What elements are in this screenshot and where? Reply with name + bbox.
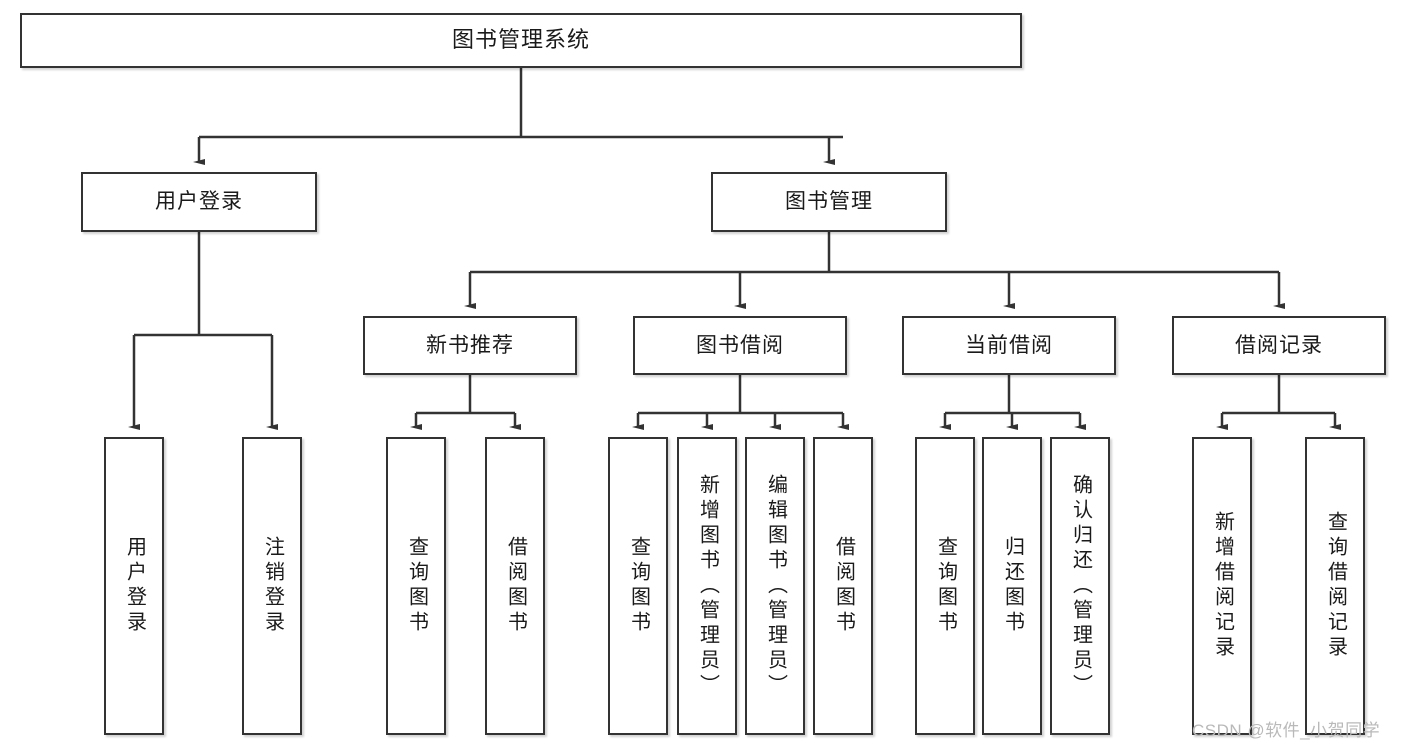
node-leaf-query-book-3[interactable]: 查询图书 <box>915 437 975 735</box>
node-current-borrow[interactable]: 当前借阅 <box>902 316 1116 375</box>
node-leaf-return-book[interactable]: 归还图书 <box>982 437 1042 735</box>
node-leaf-query-book-1[interactable]: 查询图书 <box>386 437 446 735</box>
node-leaf-add-book-label: 新增图书（管理员） <box>696 473 719 699</box>
node-leaf-return-book-label: 归还图书 <box>1001 536 1024 636</box>
node-borrow-record[interactable]: 借阅记录 <box>1172 316 1386 375</box>
node-leaf-add-book[interactable]: 新增图书（管理员） <box>677 437 737 735</box>
node-user-login[interactable]: 用户登录 <box>81 172 317 232</box>
node-leaf-confirm-return-label: 确认归还（管理员） <box>1069 473 1092 699</box>
node-leaf-query-record-label: 查询借阅记录 <box>1324 511 1347 661</box>
node-book-manage[interactable]: 图书管理 <box>711 172 947 232</box>
node-current-borrow-label: 当前借阅 <box>965 333 1053 357</box>
node-leaf-user-login[interactable]: 用户登录 <box>104 437 164 735</box>
node-leaf-borrow-book-1[interactable]: 借阅图书 <box>485 437 545 735</box>
node-leaf-borrow-book-2-label: 借阅图书 <box>832 536 855 636</box>
node-book-manage-label: 图书管理 <box>785 190 873 214</box>
node-leaf-query-book-2[interactable]: 查询图书 <box>608 437 668 735</box>
node-user-login-label: 用户登录 <box>155 190 243 214</box>
node-leaf-query-book-3-label: 查询图书 <box>934 536 957 636</box>
node-leaf-add-record[interactable]: 新增借阅记录 <box>1192 437 1252 735</box>
watermark-text: CSDN @软件_小贺同学 <box>1192 721 1381 740</box>
node-leaf-logout-label: 注销登录 <box>261 536 284 636</box>
node-leaf-borrow-book-1-label: 借阅图书 <box>504 536 527 636</box>
node-leaf-query-book-1-label: 查询图书 <box>405 536 428 636</box>
node-leaf-query-record[interactable]: 查询借阅记录 <box>1305 437 1365 735</box>
node-leaf-logout[interactable]: 注销登录 <box>242 437 302 735</box>
node-leaf-edit-book-label: 编辑图书（管理员） <box>764 473 787 699</box>
node-new-book-recommend[interactable]: 新书推荐 <box>363 316 577 375</box>
node-book-borrow[interactable]: 图书借阅 <box>633 316 847 375</box>
node-leaf-user-login-label: 用户登录 <box>123 536 146 636</box>
node-leaf-add-record-label: 新增借阅记录 <box>1211 511 1234 661</box>
node-new-book-recommend-label: 新书推荐 <box>426 333 514 357</box>
node-leaf-borrow-book-2[interactable]: 借阅图书 <box>813 437 873 735</box>
node-borrow-record-label: 借阅记录 <box>1235 333 1323 357</box>
node-root[interactable]: 图书管理系统 <box>20 13 1022 68</box>
node-root-label: 图书管理系统 <box>451 27 590 53</box>
node-book-borrow-label: 图书借阅 <box>696 333 784 357</box>
node-leaf-confirm-return[interactable]: 确认归还（管理员） <box>1050 437 1110 735</box>
node-leaf-edit-book[interactable]: 编辑图书（管理员） <box>745 437 805 735</box>
node-leaf-query-book-2-label: 查询图书 <box>627 536 650 636</box>
